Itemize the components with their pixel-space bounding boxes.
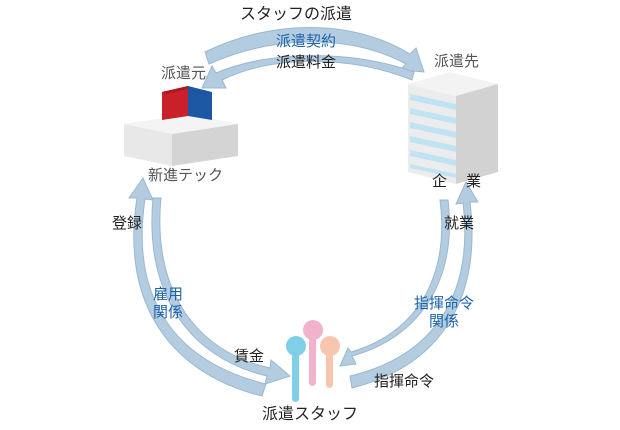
dispatcher-name-label: 新進テック <box>148 166 224 184</box>
window-stripes <box>410 94 456 178</box>
contract-label: 派遣契約 <box>276 32 337 50</box>
client-building <box>408 72 498 184</box>
employment-label: 就業 <box>444 214 475 232</box>
command-relation-label: 指揮命令 関係 <box>410 294 478 330</box>
diagram-title: スタッフの派遣 <box>240 4 353 23</box>
staff-cyan-head <box>286 336 306 356</box>
employment-arrow <box>349 180 479 389</box>
employment-relation-line1: 雇用 <box>152 285 183 303</box>
employment-relation-line2: 関係 <box>152 303 183 321</box>
client-role-label: 派遣先 <box>434 52 480 70</box>
staff-figures <box>286 320 340 402</box>
dispatcher-building <box>124 86 238 166</box>
client-name-right: 業 <box>466 172 482 190</box>
registration-arrow <box>128 176 267 397</box>
registration-label: 登録 <box>112 214 143 232</box>
blue-block <box>188 86 212 120</box>
command-relation-line1: 指揮命令 <box>413 294 474 312</box>
staff-peach-head <box>320 336 340 356</box>
client-name-left: 企 <box>432 172 448 190</box>
staff-pink-head <box>303 320 323 340</box>
staff-label: 派遣スタッフ <box>262 404 359 423</box>
wage-arrow <box>151 197 292 385</box>
fee-arrow <box>201 55 415 89</box>
command-relation-line2: 関係 <box>428 312 459 330</box>
command-arrow <box>339 199 450 367</box>
command-label: 指揮命令 <box>374 372 435 390</box>
employment-relation-label: 雇用 関係 <box>150 285 186 321</box>
red-block <box>162 86 188 120</box>
fee-label: 派遣料金 <box>276 53 337 71</box>
dispatcher-role-label: 派遣元 <box>161 64 207 82</box>
wage-label: 賃金 <box>234 347 265 365</box>
flow-arrows <box>128 27 479 397</box>
